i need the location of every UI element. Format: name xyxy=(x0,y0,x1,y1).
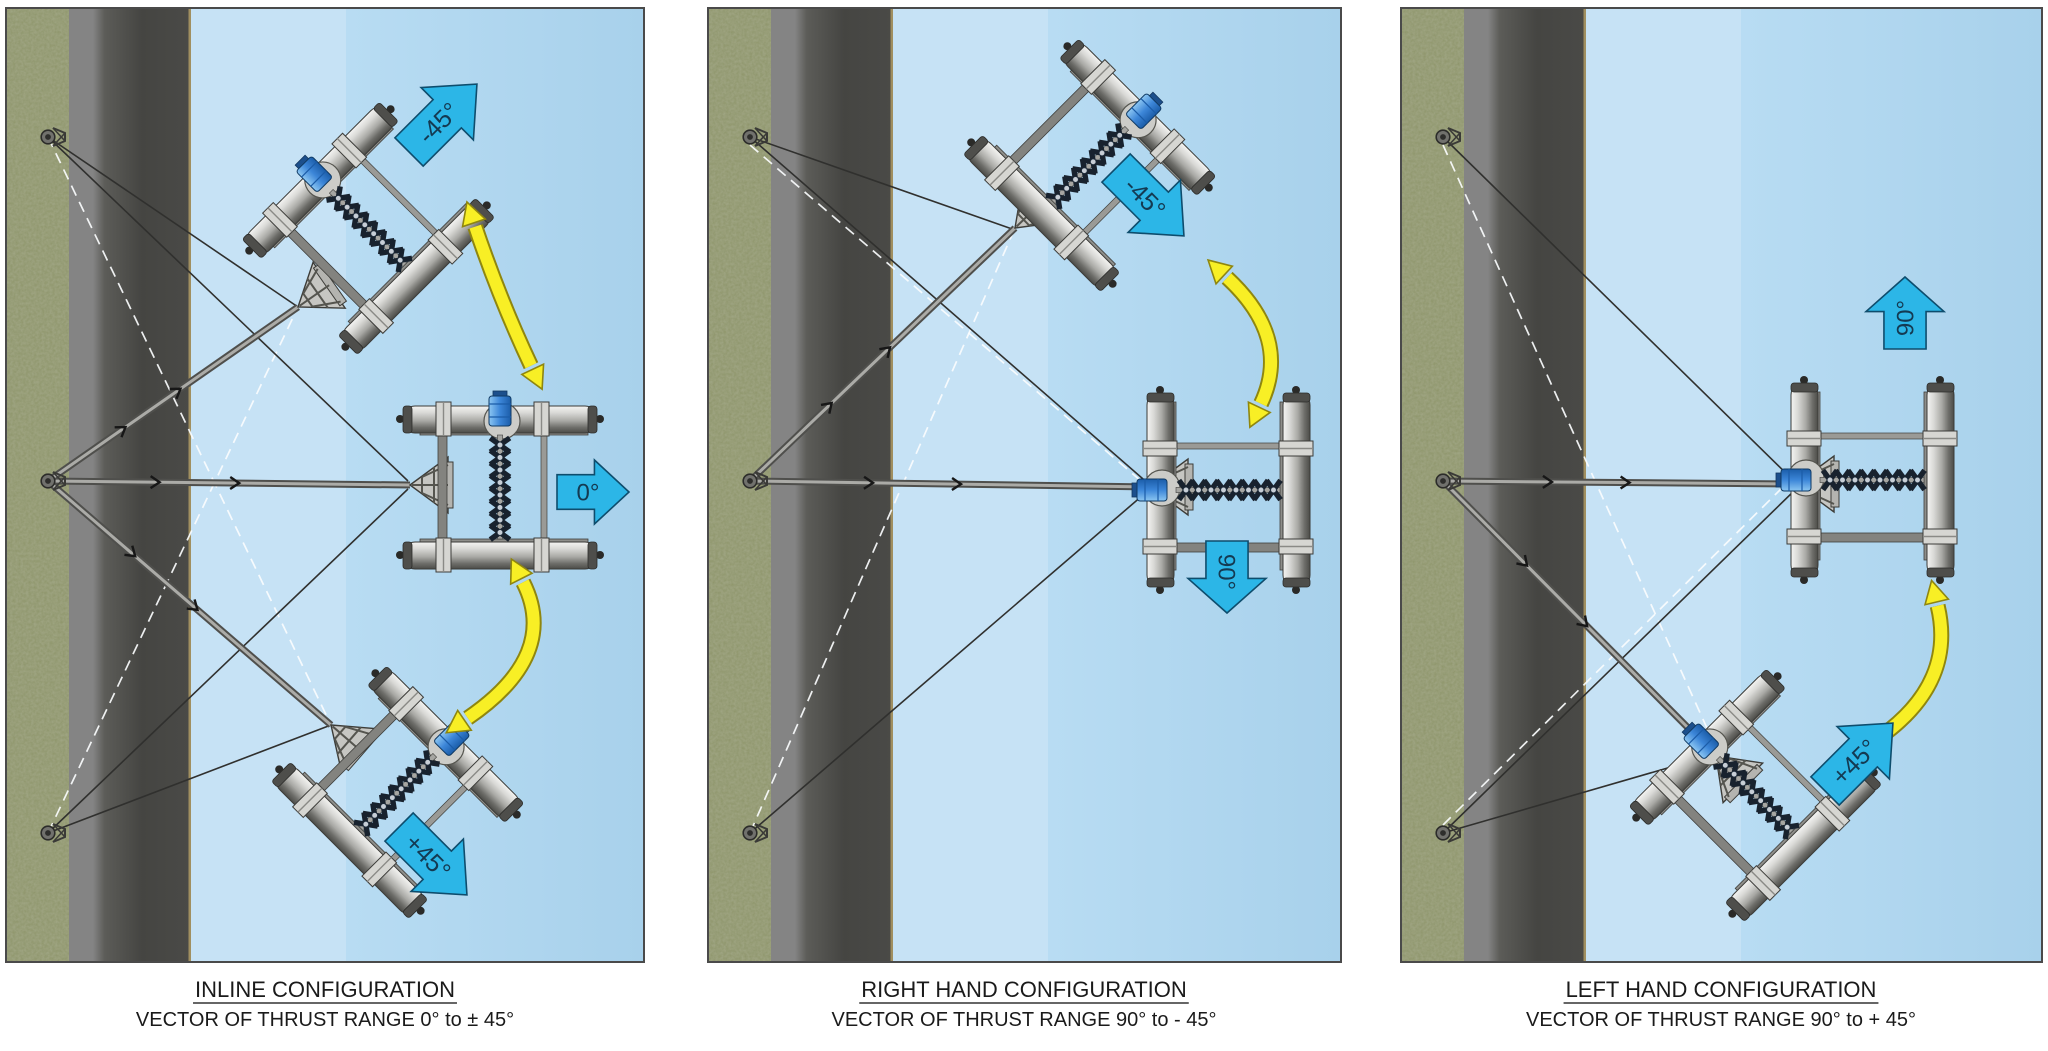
panel-border xyxy=(1400,7,2043,963)
boom-joint-mark xyxy=(229,476,242,491)
panel-subtitle: VECTOR OF THRUST RANGE 90° to + 45° xyxy=(1526,1009,1916,1031)
panel-inline: -45° 0° +45° INLINE CONFIGURATION VECTOR OF … xyxy=(5,7,645,1031)
rotation-arrowhead xyxy=(444,708,473,734)
rotation-arrowhead xyxy=(509,557,534,586)
rotation-arrowhead xyxy=(1247,400,1272,429)
boom-arm-highlight xyxy=(1441,479,1718,758)
panel-title: RIGHT HAND CONFIGURATION xyxy=(861,977,1187,1002)
boom-arm-highlight xyxy=(47,479,411,487)
thrust-direction-arrow: -45° xyxy=(1100,152,1185,237)
grass-bank xyxy=(1402,9,1464,961)
thrust-angle-label: 90° xyxy=(1213,554,1240,590)
mooring-line xyxy=(47,488,409,834)
mooring-line xyxy=(1442,136,1797,484)
boom-joint-mark xyxy=(114,425,128,438)
rotation-range-arrow xyxy=(469,224,537,369)
mooring-line-dashed xyxy=(47,306,299,834)
boom-joint-mark xyxy=(149,475,162,490)
thrust-direction-arrow: 0° xyxy=(556,458,631,526)
mooring-line xyxy=(749,488,1151,834)
mooring-line xyxy=(47,724,332,834)
thrust-direction-arrow: 90° xyxy=(1863,275,1947,350)
thrust-direction-arrow: -45° xyxy=(393,83,478,168)
thrust-angle-label: 90° xyxy=(1893,300,1920,336)
thrust-direction-arrow: +45° xyxy=(383,811,468,896)
grass-bank xyxy=(7,9,69,961)
rotation-arrowhead xyxy=(520,362,545,391)
boom-joint-mark xyxy=(186,599,200,612)
boom-arm-highlight xyxy=(1442,479,1797,486)
boom-joint-mark xyxy=(863,475,876,490)
mooring-line-dashed xyxy=(749,144,1149,488)
rotation-range-arrow xyxy=(464,579,540,724)
grass-bank xyxy=(709,9,771,961)
rotation-range-arrow xyxy=(1223,273,1277,407)
quay-ledge xyxy=(69,9,93,961)
panel-title: LEFT HAND CONFIGURATION xyxy=(1566,977,1877,1002)
boom-arm-highlight xyxy=(749,479,1151,489)
boom-arm-highlight xyxy=(47,479,332,727)
boom-joint-mark xyxy=(1542,474,1555,489)
mooring-line xyxy=(47,136,299,308)
panel-subtitle: VECTOR OF THRUST RANGE 0° to ± 45° xyxy=(136,1009,514,1031)
quay-ledge xyxy=(1464,9,1488,961)
mooring-line-dashed xyxy=(47,136,332,726)
boom-joint-mark xyxy=(1619,475,1632,490)
panel-right-hand: -45° 90° RIGHT HAND CONFIGURATION VECTOR OF… xyxy=(707,7,1342,1031)
boom-joint-mark xyxy=(169,387,183,400)
mooring-line xyxy=(47,136,409,482)
rotation-range-arrow xyxy=(1878,604,1948,741)
mooring-line xyxy=(749,136,1016,231)
boom-joint-mark xyxy=(820,401,834,414)
boom-joint-mark xyxy=(879,345,892,359)
rotation-arrowhead xyxy=(461,200,487,228)
thrust-angle-label: 0° xyxy=(577,480,600,507)
boom-joint-mark xyxy=(124,545,137,558)
panel-subtitle: VECTOR OF THRUST RANGE 90° to - 45° xyxy=(832,1009,1217,1031)
rotation-arrowhead xyxy=(1923,578,1950,606)
boom-joint-mark xyxy=(1516,554,1529,568)
mooring-line-dashed xyxy=(1442,144,1717,749)
thrust-direction-arrow: 90° xyxy=(1185,540,1269,615)
boom-arm-highlight xyxy=(748,226,1017,483)
mooring-line xyxy=(749,136,1151,486)
panel-title: INLINE CONFIGURATION xyxy=(195,977,455,1002)
mooring-line-dashed xyxy=(1442,474,1796,826)
panel-border xyxy=(5,7,645,963)
boom-joint-mark xyxy=(1576,615,1589,628)
rotation-arrowhead xyxy=(1206,258,1234,286)
boom-arm-highlight xyxy=(47,305,299,483)
boom-joint-mark xyxy=(951,477,964,492)
panel-border xyxy=(707,7,1342,963)
